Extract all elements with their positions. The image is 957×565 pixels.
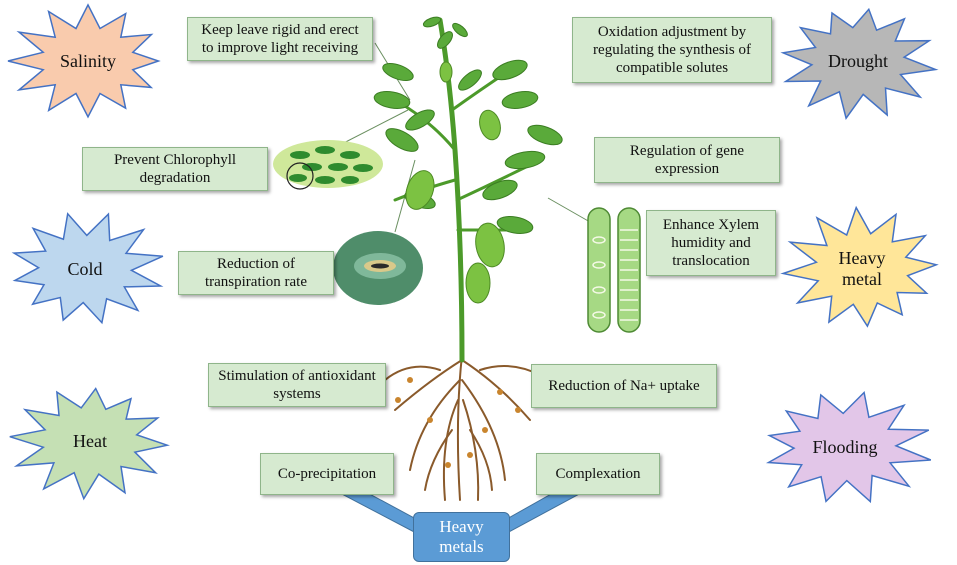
stress-drought-label: Drought	[828, 50, 888, 71]
chloroplast-inset	[273, 140, 383, 190]
effect-leaf-rigid: Keep leave rigid and erect to improve li…	[187, 17, 373, 61]
stress-heat-burst	[9, 387, 170, 501]
heavy-metals-box: Heavy metals	[413, 512, 510, 562]
effect-xylem: Enhance Xylem humidity and translocation	[646, 210, 776, 276]
effect-chlorophyll: Prevent Chlorophyll degradation	[82, 147, 268, 191]
stress-salinity-label: Salinity	[59, 50, 116, 71]
root-nodules	[395, 377, 521, 468]
stress-cold-label: Cold	[67, 258, 103, 279]
effect-complexation: Complexation	[536, 453, 660, 495]
stress-flooding-label: Flooding	[812, 436, 878, 457]
plant-roots	[384, 354, 541, 501]
plant-pods	[405, 61, 505, 304]
effect-oxidation: Oxidation adjustment by regulating the s…	[572, 17, 772, 83]
stomata-inset	[333, 231, 423, 305]
stress-cold-burst	[11, 212, 164, 325]
effect-antioxidant: Stimulation of antioxidant systems	[208, 363, 386, 407]
stress-drought-burst	[780, 7, 939, 120]
stress-heavy-metal-burst	[780, 205, 939, 328]
heavy-metals-label: Heavy metals	[439, 517, 484, 556]
xylem-inset	[587, 207, 641, 333]
stress-salinity-burst	[7, 3, 161, 119]
effect-coprecipitation: Co-precipitation	[260, 453, 394, 495]
plant-leaves	[373, 16, 563, 234]
stress-heat-label: Heat	[73, 430, 107, 451]
stress-heavy-metal-label: Heavy metal	[812, 244, 912, 294]
effect-gene-expression: Regulation of gene expression	[594, 137, 780, 183]
stress-flooding-burst	[765, 390, 932, 504]
heavy-metal-text: Heavy metal	[838, 248, 886, 289]
effect-transpiration: Reduction of transpiration rate	[178, 251, 334, 295]
effect-na-uptake: Reduction of Na+ uptake	[531, 364, 717, 408]
